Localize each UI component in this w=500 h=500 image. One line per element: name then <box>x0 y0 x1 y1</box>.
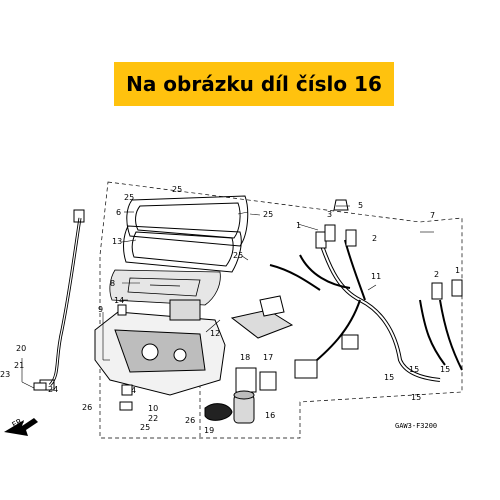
dial-panel <box>109 269 221 306</box>
part-label-26: 26 <box>185 416 195 425</box>
leader-lines <box>21 205 434 389</box>
part-label-15: 15 <box>440 365 450 374</box>
part-label-2: 2 <box>434 270 439 279</box>
part-label-10: 10 <box>148 404 158 413</box>
part-label-25: 25 <box>124 193 134 202</box>
assembly-boundary <box>99 181 463 439</box>
part-label-16: 16 <box>265 411 275 420</box>
part-label-26: 26 <box>82 403 92 412</box>
part-label-14: 14 <box>114 296 124 305</box>
part-label-11: 11 <box>371 272 381 281</box>
part-label-22: 22 <box>148 414 158 423</box>
part-label-25: 25 <box>140 423 150 432</box>
part-label-1: 1 <box>296 221 301 230</box>
small-hardware <box>33 304 133 411</box>
part-label-18: 18 <box>240 353 250 362</box>
part-label-24: 24 <box>48 385 58 394</box>
part-label-25: 25 <box>172 185 182 194</box>
lower-parts <box>204 367 277 424</box>
part-label-4: 4 <box>131 386 136 395</box>
meter-cover <box>126 195 249 247</box>
part-label-2: 2 <box>372 234 377 243</box>
part-label-19: 19 <box>204 426 214 435</box>
part-label-15: 15 <box>409 365 419 374</box>
part-label-15: 15 <box>411 393 421 402</box>
part-label-5: 5 <box>358 201 363 210</box>
part-label-6: 6 <box>116 208 121 217</box>
part-number-banner: Na obrázku díl číslo 16 <box>114 62 394 106</box>
front-arrow <box>4 418 38 436</box>
meter-lens <box>123 225 242 273</box>
part-label-9: 9 <box>98 305 103 314</box>
part-label-17: 17 <box>263 353 273 362</box>
part-label-15: 15 <box>384 373 394 382</box>
bulb <box>333 199 349 211</box>
part-label-20: 20 <box>16 344 26 353</box>
part-label-13: 13 <box>112 237 122 246</box>
part-label-21: 21 <box>14 361 24 370</box>
diagram-code: GAW3-F3200 <box>395 422 437 430</box>
part-label-7: 7 <box>430 211 435 220</box>
part-label-1: 1 <box>455 266 460 275</box>
bulb-sockets <box>315 224 463 300</box>
part-label-8: 8 <box>110 279 115 288</box>
banner-text: Na obrázku díl číslo 16 <box>126 72 382 96</box>
lamp-bracket <box>230 295 294 339</box>
speedometer-cable <box>39 209 85 391</box>
meter-case <box>94 299 226 396</box>
wire-harness <box>269 239 463 382</box>
part-label-3: 3 <box>327 210 332 219</box>
part-label-25: 25 <box>233 251 243 260</box>
part-label-25: 25 <box>263 210 273 219</box>
part-label-12: 12 <box>210 329 220 338</box>
part-label-23: 23 <box>0 370 10 379</box>
